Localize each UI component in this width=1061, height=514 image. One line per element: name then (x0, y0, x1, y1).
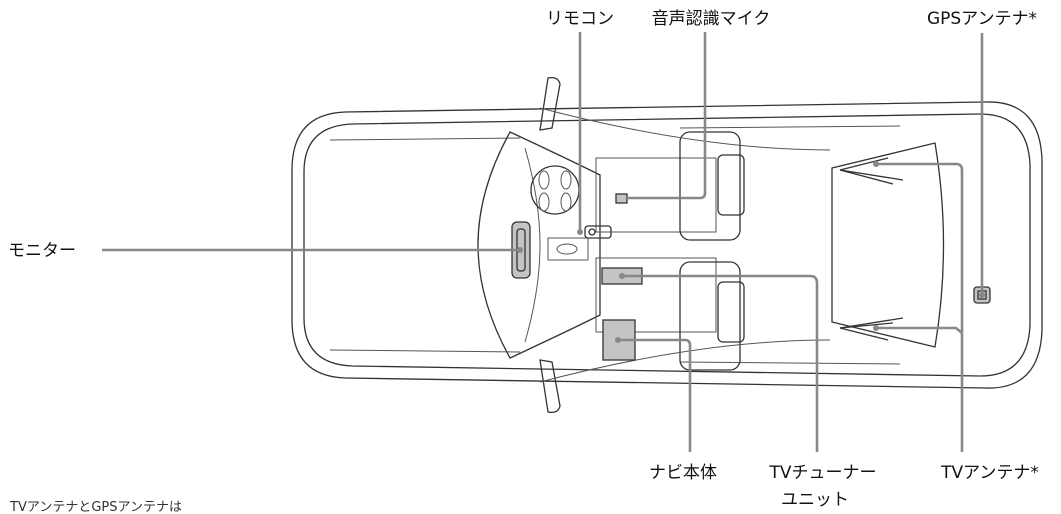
leader-tv-tuner (619, 273, 819, 452)
label-tv-tuner-line1: TVチューナー (768, 463, 876, 483)
label-tv-tuner-line2: ユニット (781, 490, 849, 510)
footnote-text: TVアンテナとGPSアンテナは (9, 500, 182, 514)
label-gps-antenna: GPSアンテナ* (927, 9, 1037, 29)
remote-unit (584, 225, 612, 239)
tv-antenna-elements (839, 157, 904, 341)
voice-mic-unit (615, 193, 628, 204)
label-monitor: モニター (8, 241, 76, 261)
leader-navi-unit (615, 337, 692, 452)
label-voice-mic: 音声認識マイク (652, 9, 771, 29)
label-tv-antenna: TVアンテナ* (940, 463, 1039, 483)
leader-remote (577, 32, 583, 235)
label-remote: リモコン (546, 9, 614, 29)
leader-tv-antenna (873, 161, 964, 452)
leader-monitor (102, 247, 523, 253)
leader-voice-mic (627, 32, 707, 200)
leader-gps-antenna (979, 33, 985, 298)
car-outline (291, 76, 1043, 414)
label-navi-unit: ナビ本体 (649, 463, 717, 483)
